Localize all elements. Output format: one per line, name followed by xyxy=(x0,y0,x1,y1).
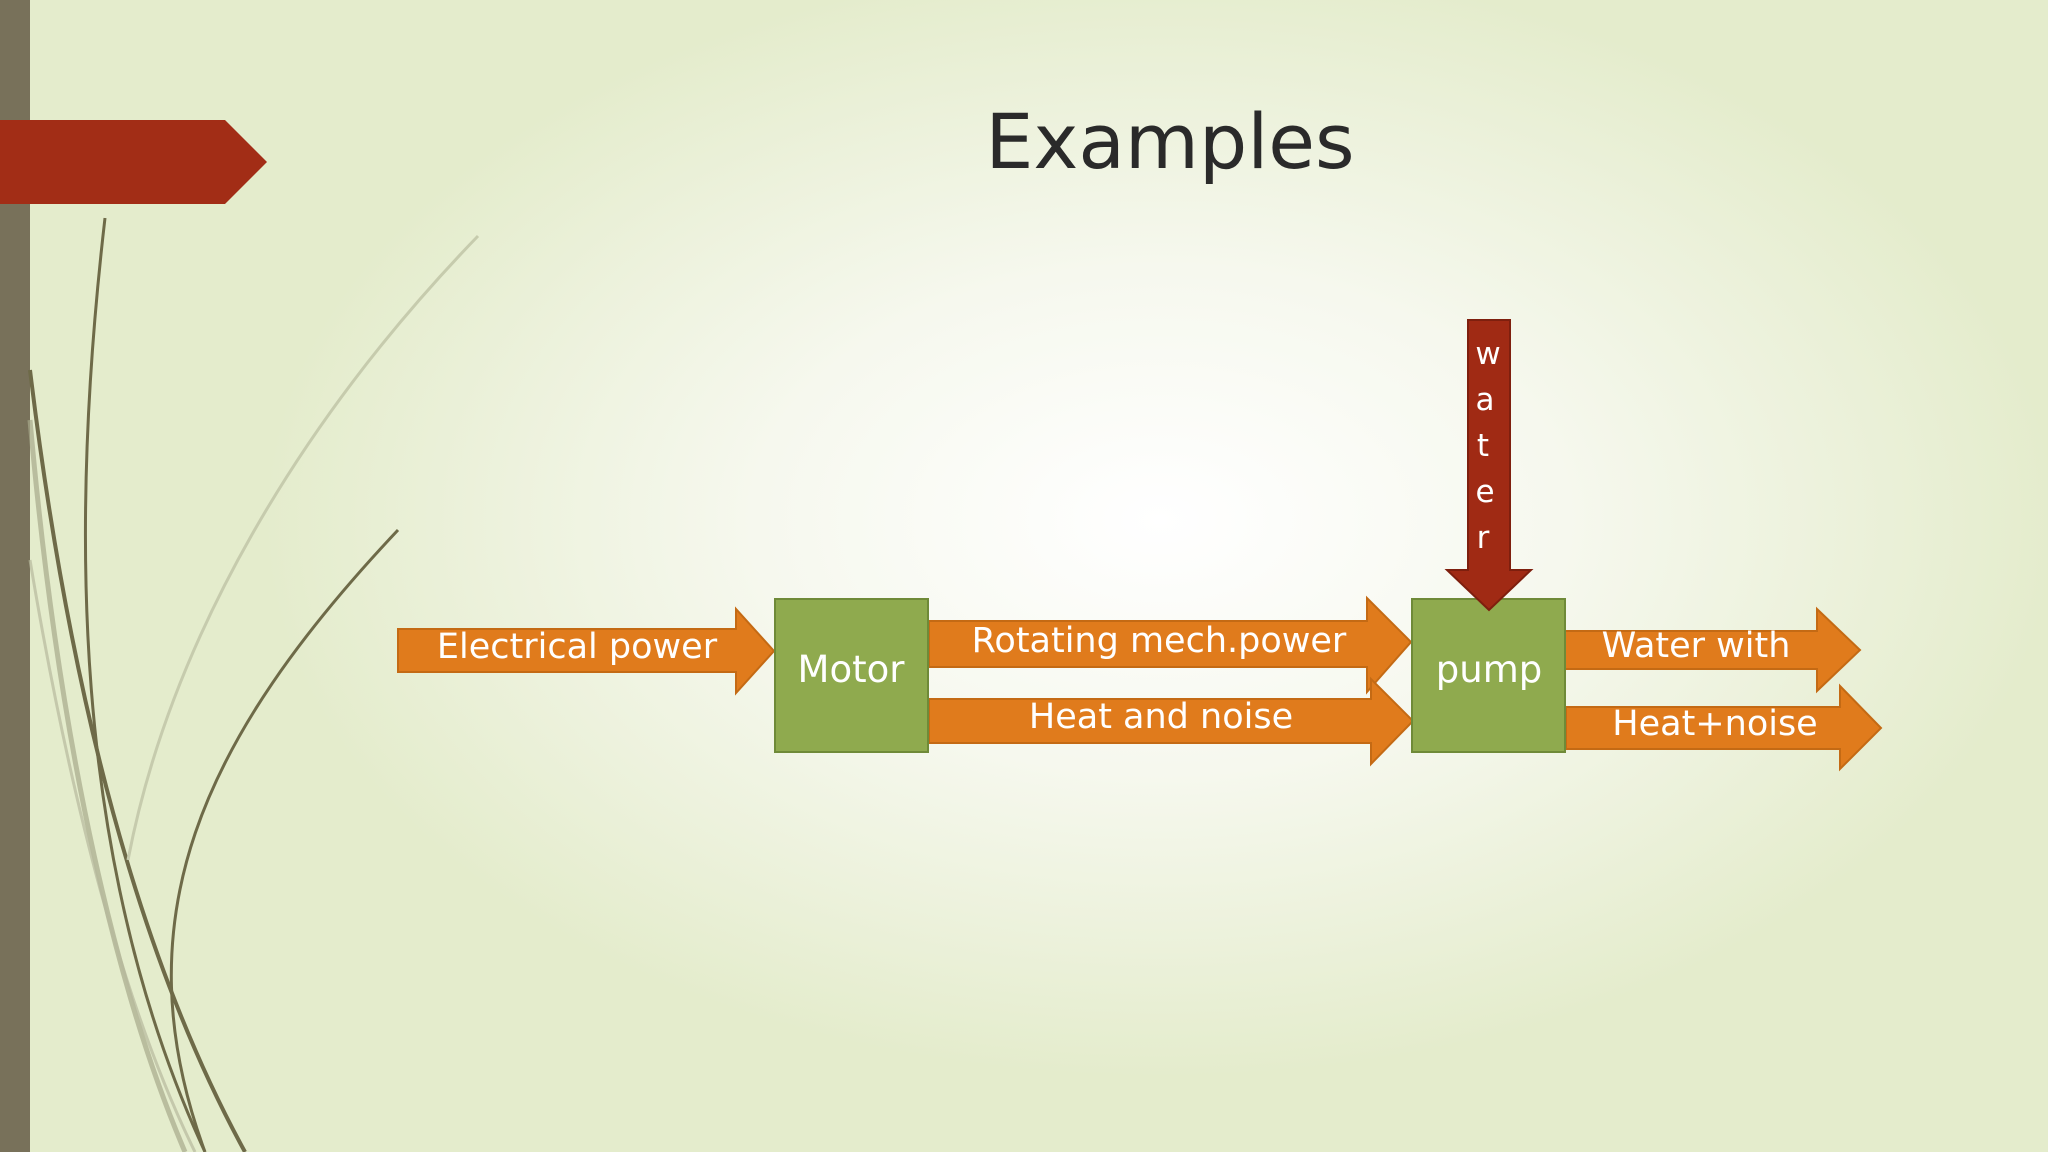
water-letter-a: a xyxy=(1476,382,1495,418)
label-water-with: Water with xyxy=(1602,626,1791,666)
arrow-electrical-power: Electrical power xyxy=(397,606,776,696)
arrow-rotating-mech-power: Rotating mech.power xyxy=(928,595,1413,695)
water-letter-r: r xyxy=(1477,520,1490,556)
title-marker-shape xyxy=(0,120,267,204)
label-heat-noise: Heat+noise xyxy=(1612,704,1817,744)
label-rotating-mech-power: Rotating mech.power xyxy=(972,621,1347,661)
water-letter-t: t xyxy=(1477,428,1489,464)
label-heat-and-noise: Heat and noise xyxy=(1029,697,1293,737)
arrow-water-down: w a t e r xyxy=(1444,319,1534,612)
slide-title: Examples xyxy=(985,97,1355,186)
pump-box: pump xyxy=(1411,598,1566,753)
water-letter-w: w xyxy=(1475,336,1500,372)
arrow-heat-and-noise: Heat and noise xyxy=(928,676,1415,767)
arrow-water-with: Water with xyxy=(1550,606,1862,694)
motor-label: Motor xyxy=(798,648,906,691)
label-electrical-power: Electrical power xyxy=(437,627,718,667)
water-letter-e: e xyxy=(1475,474,1494,510)
motor-box: Motor xyxy=(774,598,929,753)
pump-label: pump xyxy=(1436,648,1542,691)
arrow-heat-noise: Heat+noise xyxy=(1565,683,1883,772)
